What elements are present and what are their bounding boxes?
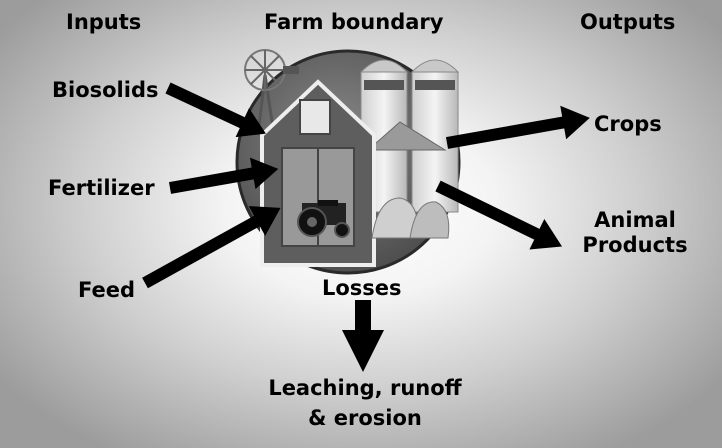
arrows (142, 82, 590, 372)
windmill-icon (244, 49, 299, 136)
animal-products-line1: Animal (594, 208, 676, 232)
fertilizer-label: Fertilizer (48, 176, 155, 200)
biosolids-label: Biosolids (52, 78, 159, 102)
losses-line2: & erosion (308, 406, 422, 430)
arrow-feed (142, 206, 281, 289)
losses-line1: Leaching, runoff (268, 376, 462, 400)
arrow-crops (445, 105, 590, 149)
outputs-header: Outputs (580, 10, 676, 34)
arrow-animal-products (435, 180, 563, 250)
arrow-biosolids (165, 82, 266, 138)
arrow-losses (342, 300, 384, 372)
animal-products-label: Animal Products (570, 208, 700, 258)
hay-bales-icon (371, 197, 450, 239)
tractor-icon (297, 200, 350, 238)
arrow-fertilizer (168, 157, 279, 194)
feed-label: Feed (78, 278, 136, 302)
inputs-header: Inputs (66, 10, 142, 34)
crops-label: Crops (594, 112, 662, 136)
animal-products-line2: Products (582, 233, 688, 257)
farm-boundary-header: Farm boundary (264, 10, 444, 34)
losses-label: Losses (322, 276, 402, 300)
leaching-runoff-erosion-label: Leaching, runoff & erosion (245, 373, 485, 433)
